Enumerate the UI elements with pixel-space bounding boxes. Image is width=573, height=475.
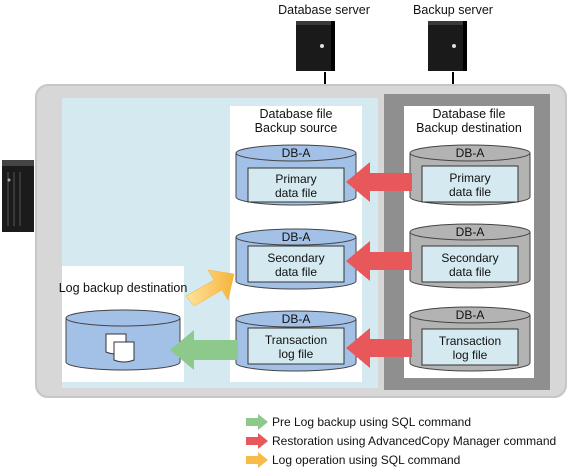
legend-text-yellow: Log operation using SQL command	[272, 453, 461, 467]
dest-panel-title-2: Backup destination	[416, 121, 522, 135]
database-server-icon	[296, 21, 335, 71]
dest-file-line2-1: data file	[448, 185, 492, 199]
log-backup-cylinder	[65, 309, 181, 371]
source-cylinder-1	[235, 144, 357, 206]
dest-panel-title-1: Database file	[432, 107, 506, 121]
dest-db-label-3: DB-A	[455, 308, 485, 322]
source-cylinder-3	[235, 310, 357, 372]
dest-file-line1-1: Primary	[449, 171, 491, 185]
restore-arrow-3	[346, 328, 412, 368]
dest-file-line1-2: Secondary	[441, 251, 499, 265]
source-file-line2-2: data file	[274, 265, 318, 279]
legend-arrow-red	[246, 433, 268, 449]
pre-log-backup-arrow	[170, 330, 238, 370]
dest-file-line2-3: log file	[452, 348, 488, 362]
source-file-line2-3: log file	[278, 347, 314, 361]
source-file-line2-1: data file	[274, 186, 318, 200]
dest-db-label-1: DB-A	[455, 146, 485, 160]
source-db-label-2: DB-A	[281, 230, 311, 244]
source-db-label-1: DB-A	[281, 146, 311, 160]
log-files-icon	[105, 333, 135, 363]
log-operation-arrow	[185, 269, 235, 307]
source-file-line1-2: Secondary	[267, 251, 325, 265]
source-panel-title-2: Backup source	[254, 121, 338, 135]
dest-db-label-2: DB-A	[455, 225, 485, 239]
log-backup-label: Log backup destination	[58, 281, 188, 295]
dest-cylinder-2	[409, 223, 531, 289]
dest-file-line2-2: data file	[448, 265, 492, 279]
legend-arrow-yellow	[246, 452, 268, 468]
legend-text-green: Pre Log backup using SQL command	[272, 415, 472, 429]
dest-cylinder-1	[409, 144, 531, 206]
source-panel-title-1: Database file	[259, 107, 333, 121]
backup-server-icon	[428, 21, 467, 71]
storage-unit-icon	[2, 160, 34, 232]
source-cylinder-2	[235, 228, 357, 290]
legend-arrow-green	[246, 414, 268, 430]
source-file-line1-3: Transaction	[264, 333, 328, 347]
dest-file-line1-3: Transaction	[438, 334, 502, 348]
restore-arrow-1	[346, 162, 412, 202]
legend-text-red: Restoration using AdvancedCopy Manager c…	[272, 434, 557, 448]
source-file-line1-1: Primary	[275, 172, 317, 186]
backup-server-label: Backup server	[413, 3, 493, 17]
dest-cylinder-3	[409, 306, 531, 372]
restore-arrow-2	[346, 241, 412, 281]
source-db-label-3: DB-A	[281, 312, 311, 326]
database-server-label: Database server	[278, 3, 370, 17]
